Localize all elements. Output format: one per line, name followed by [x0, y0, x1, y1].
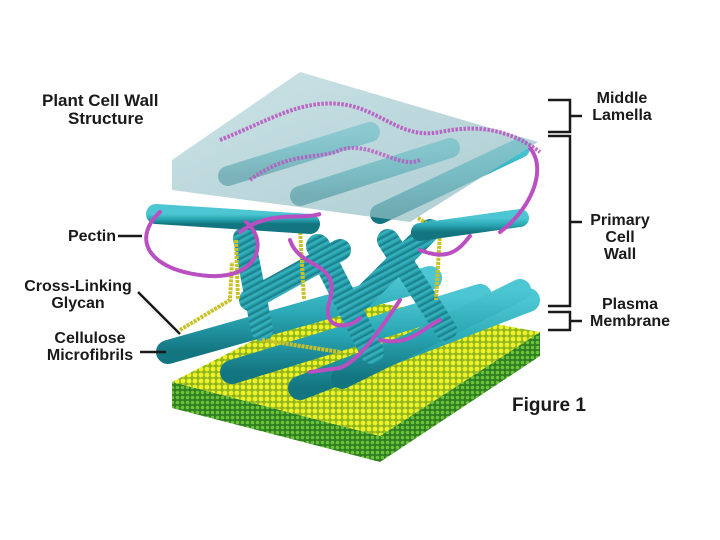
glycan-label-line-2: Glycan	[18, 295, 138, 312]
primary-cell-wall-line-1: Primary	[584, 212, 656, 229]
plasma-membrane-bracket	[548, 312, 582, 330]
middle-lamella-slab	[172, 72, 540, 222]
primary-cell-wall-line-2: Cell	[584, 229, 656, 246]
plasma-membrane-line-1: Plasma	[584, 296, 676, 313]
title-line-1: Plant Cell Wall	[42, 92, 159, 110]
middle-lamella-label: Middle Lamella	[584, 90, 660, 124]
pectin-label-text: Pectin	[68, 228, 116, 245]
figure-caption-text: Figure 1	[512, 395, 586, 416]
middle-lamella-line-2: Lamella	[584, 107, 660, 124]
primary-cell-wall-label: Primary Cell Wall	[584, 212, 656, 263]
pectin-label: Pectin	[50, 228, 116, 245]
glycan-leader	[138, 292, 180, 334]
plasma-membrane-label: Plasma Membrane	[584, 296, 676, 330]
middle-lamella-line-1: Middle	[584, 90, 660, 107]
primary-cell-wall-line-3: Wall	[584, 246, 656, 263]
figure-caption: Figure 1	[512, 396, 586, 416]
microfibrils-label-line-2: Microfibrils	[42, 347, 138, 364]
diagram-title: Plant Cell Wall Structure	[42, 92, 159, 128]
middle-lamella-bracket	[548, 100, 582, 132]
cross-linking-glycan-label: Cross-Linking Glycan	[18, 278, 138, 312]
microfibrils-label-line-1: Cellulose	[42, 330, 138, 347]
right-brackets	[548, 100, 582, 330]
title-line-2: Structure	[42, 110, 159, 128]
cellulose-microfibrils-label: Cellulose Microfibrils	[42, 330, 138, 364]
plasma-membrane-line-2: Membrane	[584, 313, 676, 330]
glycan-label-line-1: Cross-Linking	[18, 278, 138, 295]
lamella-top	[172, 72, 538, 222]
primary-cell-wall-bracket	[548, 136, 582, 306]
